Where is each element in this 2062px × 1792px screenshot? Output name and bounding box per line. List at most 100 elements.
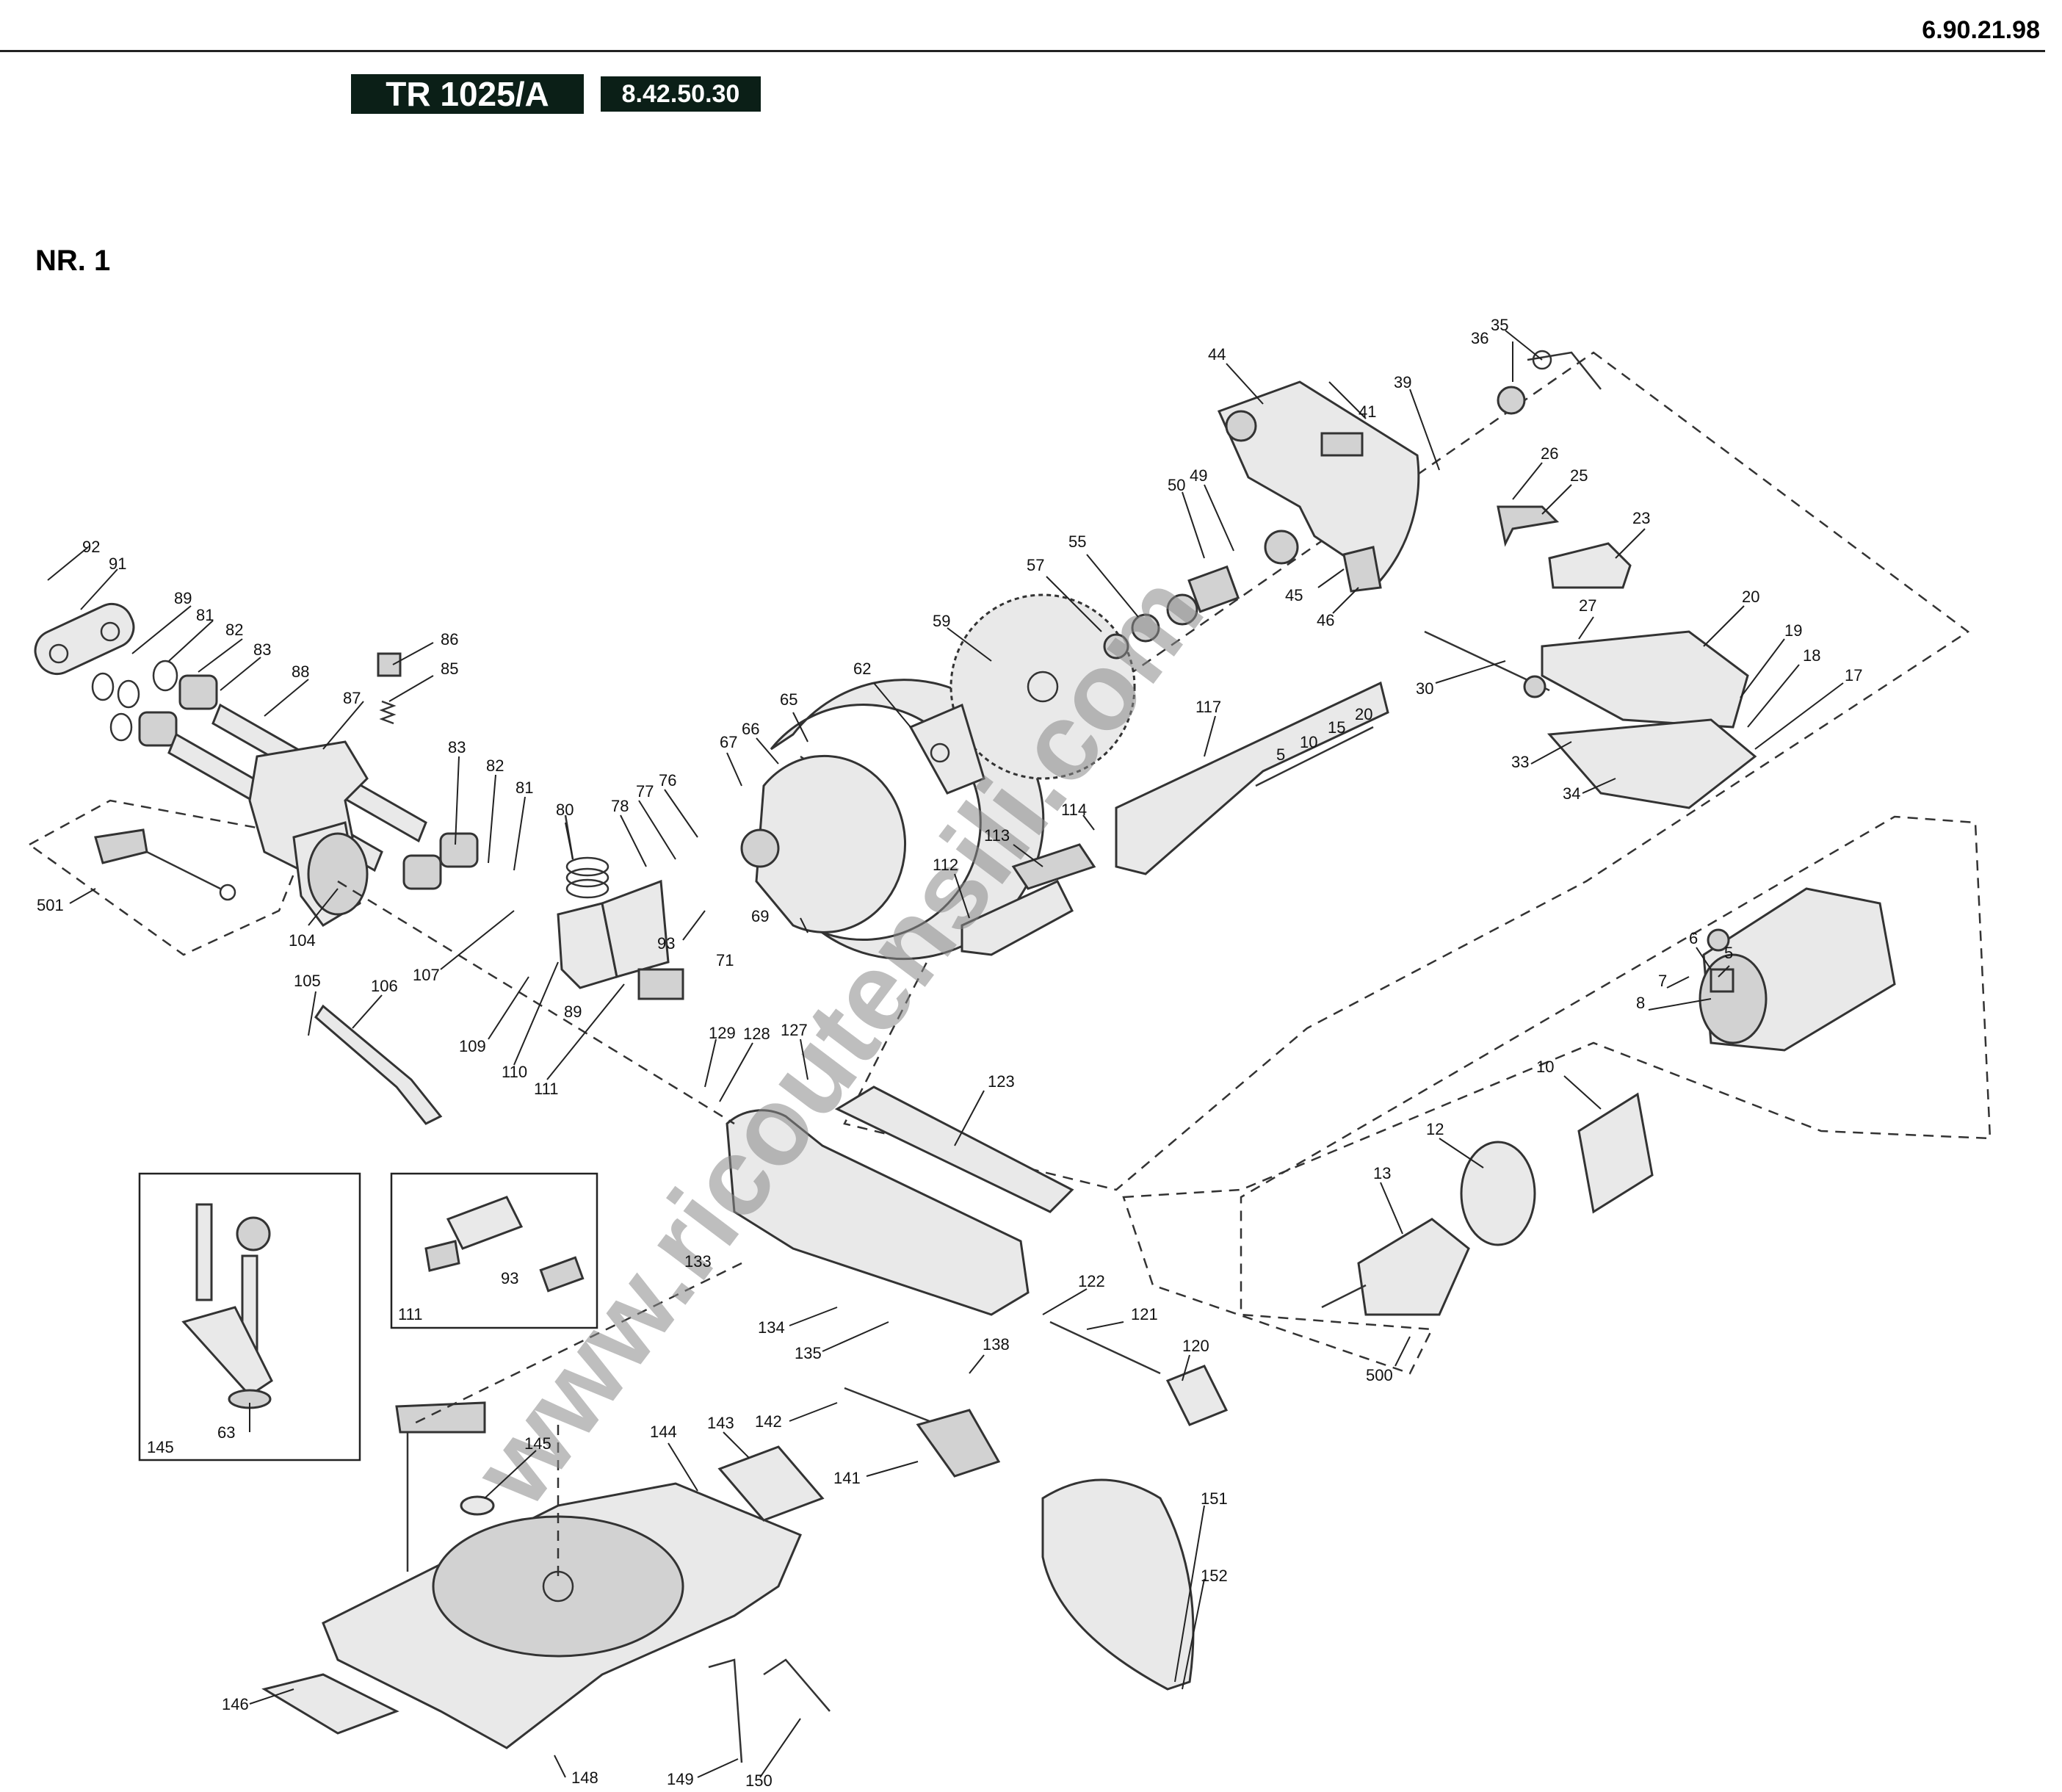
callout-label: 85 (441, 660, 458, 678)
callout-label: 5 (1276, 745, 1285, 764)
bracket-25-26 (1497, 505, 1560, 547)
fence-117 (1115, 681, 1389, 875)
callout-label: 142 (755, 1412, 782, 1431)
callout-label: 30 (1416, 679, 1433, 698)
callout-label: 120 (1182, 1337, 1209, 1355)
upper-guard-44 (1217, 380, 1420, 582)
callout-label: 71 (716, 951, 734, 969)
base-plate-17-18 (1546, 718, 1757, 809)
callout-label: 111 (398, 1305, 422, 1323)
callout-label: 65 (780, 690, 797, 709)
switch-45-46 (1342, 546, 1382, 593)
callout-label: 12 (1426, 1120, 1444, 1138)
callout-label: 66 (742, 720, 759, 738)
callout-label: 15 (1328, 718, 1345, 737)
callout-label: 91 (109, 554, 126, 573)
callout-label: 501 (37, 896, 64, 914)
rail-arm-133 (726, 1109, 1030, 1316)
callout-label: 7 (1658, 972, 1667, 990)
callout-label: 143 (707, 1414, 734, 1432)
flange-cover-62 (908, 703, 985, 795)
handle-23 (1548, 542, 1632, 589)
callout-label: 500 (1366, 1366, 1393, 1384)
axis-line-1 (337, 880, 735, 1125)
lock-lever-501 (94, 828, 236, 901)
inset-145-content (181, 1203, 273, 1409)
callout-label: 69 (751, 907, 769, 925)
callout-label: 87 (343, 689, 361, 707)
callout-label: 23 (1632, 509, 1650, 527)
callout-label: 134 (758, 1318, 785, 1337)
callout-label: 10 (1300, 733, 1317, 751)
callout-label: 141 (833, 1469, 861, 1487)
extension-143 (717, 1445, 825, 1522)
callout-label: 45 (1285, 586, 1303, 604)
callout-label: 57 (1027, 556, 1044, 574)
callout-label: 107 (413, 966, 440, 984)
inset-111-content (424, 1196, 585, 1293)
callout-label: 138 (983, 1335, 1010, 1354)
callout-label: 50 (1168, 476, 1185, 494)
scale-plate-123 (834, 1085, 1074, 1213)
callout-label: 81 (516, 778, 533, 797)
callout-label: 33 (1511, 753, 1529, 771)
callout-label: 127 (781, 1021, 808, 1039)
model-badge: TR 1025/A (351, 74, 584, 114)
inset-box-145 (138, 1172, 361, 1462)
callout-label: 82 (486, 756, 504, 775)
callout-label: 105 (294, 972, 321, 990)
callout-label: 6 (1689, 929, 1698, 947)
callout-label: 81 (196, 606, 214, 624)
callout-label: 39 (1394, 373, 1411, 391)
callout-label: 55 (1068, 532, 1086, 551)
callout-label: 20 (1355, 705, 1372, 723)
wrench-149 (708, 1658, 743, 1763)
callout-label: 93 (657, 934, 675, 953)
callout-label: 25 (1570, 466, 1588, 485)
callout-label: 49 (1190, 466, 1207, 485)
callout-label: 80 (556, 801, 574, 819)
insert-112-113 (961, 843, 1096, 956)
group-500-outline (1122, 815, 1992, 1375)
callout-label: 145 (147, 1438, 174, 1456)
callout-label: 129 (709, 1024, 736, 1042)
callout-label: 19 (1784, 621, 1802, 640)
inset-box-111 (390, 1172, 598, 1329)
callout-label: 121 (1131, 1305, 1158, 1323)
armature-13 (1321, 1218, 1470, 1316)
group-main-outline (843, 351, 1970, 1191)
callout-label: 17 (1845, 666, 1862, 684)
callout-label: 13 (1373, 1164, 1391, 1182)
callout-label: 117 (1195, 698, 1221, 716)
callout-label: 88 (292, 662, 309, 681)
flange-parts-55-57 (1103, 593, 1198, 660)
callout-label: 8 (1636, 994, 1645, 1012)
callout-label: 89 (564, 1002, 582, 1021)
dust-bag-151 (1041, 1478, 1195, 1691)
callout-label: 89 (174, 589, 192, 607)
callout-label: 146 (222, 1695, 249, 1713)
callout-label: 135 (795, 1344, 822, 1362)
callout-label: 113 (984, 826, 1010, 845)
blade-59 (949, 593, 1136, 780)
lock-plate-91 (34, 602, 135, 676)
callout-label: 62 (853, 660, 871, 678)
header-rule (0, 50, 2045, 52)
callout-label: 83 (448, 738, 466, 756)
callout-label: 150 (745, 1771, 773, 1790)
callout-label: 151 (1201, 1489, 1228, 1508)
extension-146 (261, 1673, 399, 1735)
callout-label: 144 (650, 1423, 677, 1441)
field-coil-10 (1577, 1092, 1654, 1214)
callout-label: 145 (524, 1434, 551, 1453)
spring-85 (377, 652, 402, 725)
callout-label: 123 (988, 1072, 1015, 1091)
callout-label: 112 (933, 856, 958, 874)
callout-label: 76 (659, 771, 676, 790)
callout-label: 20 (1742, 588, 1759, 606)
clamp-assembly-145 (395, 1401, 495, 1572)
clamp-141-142 (844, 1387, 1001, 1478)
bearing-49-50 (1187, 530, 1299, 613)
handle-rod-106 (314, 1004, 443, 1125)
